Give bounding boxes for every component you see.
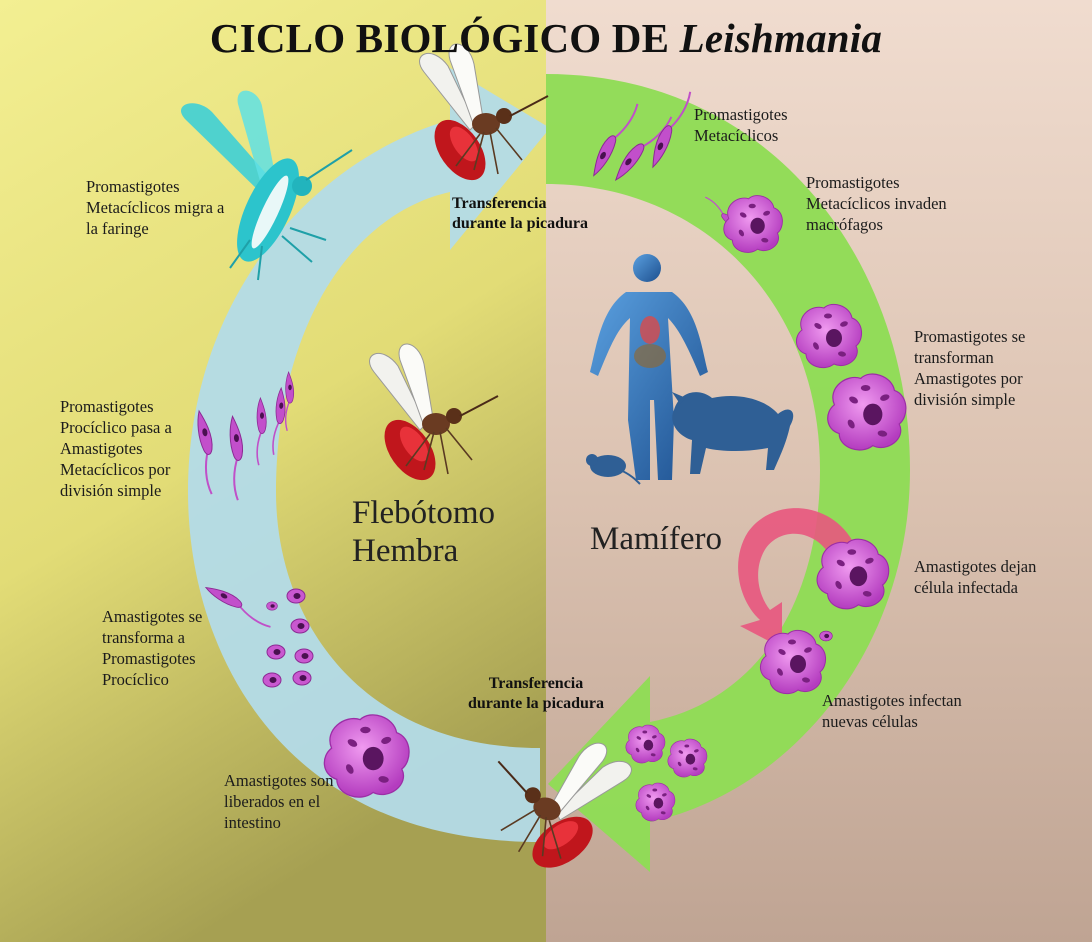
stage-label-migrate-pharynx: Promastigotes Metacíclicos migra a la fa… xyxy=(86,176,224,239)
vector-host-label: Flebótomo Hembra xyxy=(352,494,495,570)
stage-label-infect-new-cells: Amastigotes infectan nuevas células xyxy=(822,690,962,732)
stage-label-transform-amastigotes: Promastigotes se transforman Amastigotes… xyxy=(914,326,1025,410)
stage-label-metacyclic: Promastigotes Metacíclicos xyxy=(694,104,788,146)
stage-label-leave-cell: Amastigotes dejan célula infectada xyxy=(914,556,1036,598)
stage-label-released-intestine: Amastigotes son liberados en el intestin… xyxy=(224,770,334,833)
mammal-host-label: Mamífero xyxy=(590,520,722,558)
transfer-label-top: Transferencia durante la picadura xyxy=(452,194,588,234)
stage-label-procyclic-division: Promastigotes Procíclico pasa a Amastigo… xyxy=(60,396,172,501)
stage-label-invade-macrophages: Promastigotes Metacíclicos invaden macró… xyxy=(806,172,947,235)
title-genus: Leishmania xyxy=(680,15,882,61)
diagram-title: CICLO BIOLÓGICO DE Leishmania xyxy=(0,14,1092,62)
transfer-label-bottom: Transferencia durante la picadura xyxy=(468,674,604,714)
stage-label-transform-procyclic: Amastigotes se transforma a Promastigote… xyxy=(102,606,202,690)
title-text: CICLO BIOLÓGICO DE xyxy=(210,15,680,61)
